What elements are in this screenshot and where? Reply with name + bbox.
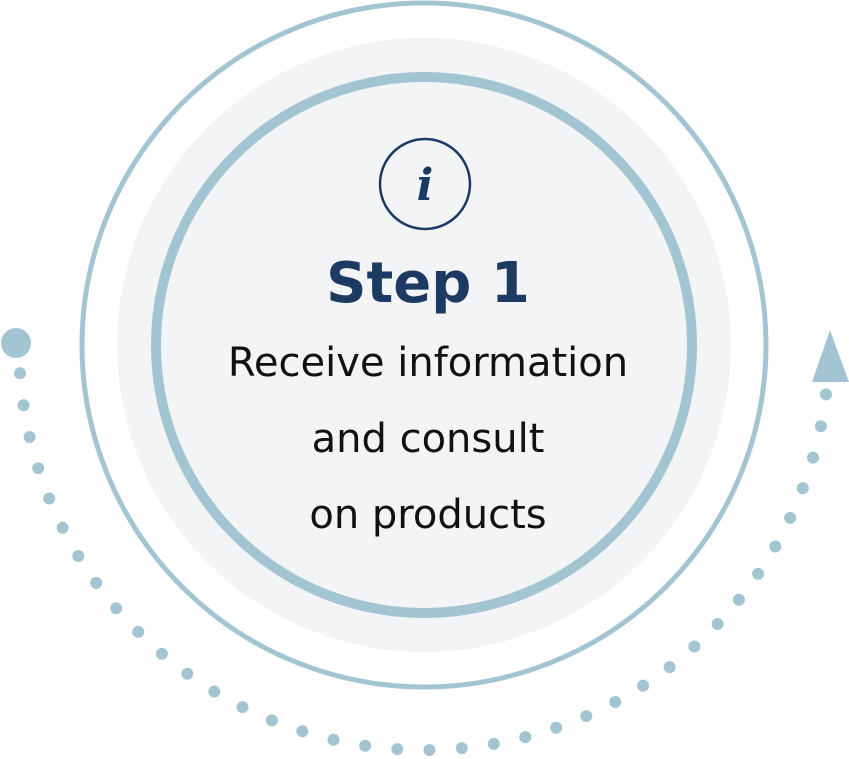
arc-dot: [296, 725, 309, 738]
step-description-line-3: on products: [309, 492, 546, 538]
arc-dot: [820, 388, 832, 401]
arc-dot: [56, 521, 69, 534]
arc-dot: [455, 742, 468, 755]
arc-dot: [487, 737, 500, 750]
arc-dot: [550, 721, 563, 734]
dotted-progress-arc: [14, 367, 832, 756]
arc-dot: [423, 744, 436, 756]
arc-dot: [43, 492, 56, 505]
arc-arrow-head: [812, 330, 849, 382]
arc-dot: [796, 482, 809, 495]
arc-dot: [327, 733, 340, 746]
arc-dot: [609, 696, 622, 708]
arc-dot: [208, 685, 221, 698]
arc-dot: [784, 511, 797, 524]
arc-dot: [711, 618, 724, 630]
arc-dot: [769, 540, 782, 553]
arc-dot: [236, 701, 249, 714]
arc-dot: [90, 576, 103, 589]
step-description-line-1: Receive information: [228, 340, 628, 386]
info-icon: i: [378, 137, 472, 231]
arc-dot: [663, 661, 676, 674]
arc-dot: [110, 602, 123, 615]
arc-dot: [32, 462, 45, 475]
info-icon-glyph: i: [417, 160, 434, 211]
arc-dot: [14, 367, 26, 380]
arc-dot: [814, 420, 827, 433]
arc-dot: [359, 739, 372, 752]
arc-dot: [17, 399, 30, 412]
arc-dot: [519, 731, 532, 744]
arc-dot: [72, 550, 85, 562]
arc-start-dot: [1, 328, 31, 358]
step-description-line-2: and consult: [312, 416, 545, 462]
arc-dot: [391, 743, 404, 756]
arc-dot: [181, 667, 194, 680]
arc-dot: [265, 714, 278, 727]
arc-dot: [23, 431, 36, 443]
step-title: Step 1: [326, 251, 530, 316]
arc-dot: [752, 567, 765, 580]
arc-dot: [637, 679, 650, 692]
arc-dot: [155, 647, 168, 660]
arc-dot: [132, 625, 145, 638]
arc-dot: [580, 710, 593, 723]
arc-dot: [807, 451, 819, 464]
arc-dot: [732, 593, 745, 606]
inner-ring: [151, 72, 697, 618]
arc-dot: [688, 640, 701, 653]
